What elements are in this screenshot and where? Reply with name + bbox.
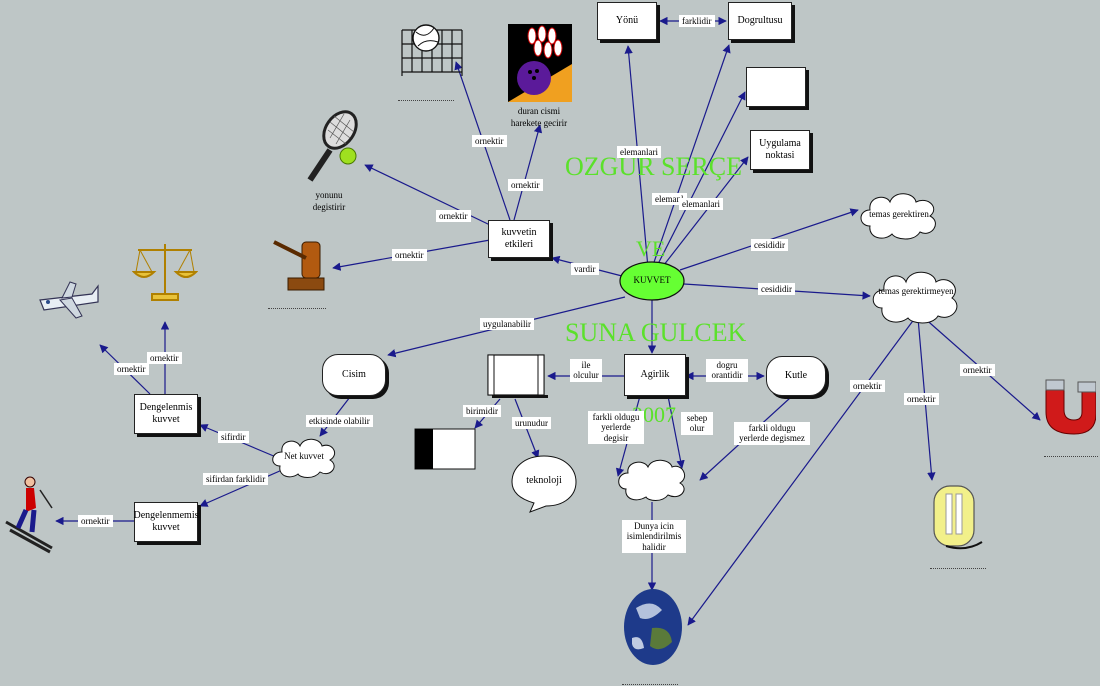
link-ornektir-kayakci: ornektir [78,515,113,528]
cloud-net-kuvvet-label: Net kuvvet [284,451,324,461]
earth-icon [624,589,682,665]
volleyball-net-icon [401,24,463,76]
bowling-icon [508,24,572,102]
node-dengelenmis-kuvvet[interactable]: Dengelenmis kuvvet [134,394,198,434]
tennis-racket-icon [307,110,358,182]
arrow-kuvvet-dogrultusu [651,44,731,269]
gavel-underline [268,308,326,309]
link-ornektir-dunya: ornektir [850,380,885,393]
link-vardir: vardir [571,263,599,276]
cloud-net-kuvvet[interactable] [270,434,338,480]
link-sifirdan-farklidir: sifirdan farklidir [203,473,269,486]
author2-watermark: SUNA GULCEK [565,318,747,347]
node-kutle[interactable]: Kutle [766,356,826,396]
node-blank-element[interactable] [746,67,806,107]
link-sifirdir: sifirdir [218,431,249,444]
magnet-underline [1044,456,1098,457]
link-sebep-olur: sebep olur [681,412,713,435]
link-uygulanabilir: uygulanabilir [480,318,534,331]
cloud-temas-gerektiren[interactable] [856,188,942,242]
link-etkisinde-olabilir: etkisinde olabilir [306,415,373,428]
arrow-kuvvet-blank [655,91,746,269]
node-dogrultusu[interactable]: Dogrultusu [728,2,792,40]
link-farklidir: farklidir [679,15,715,28]
bubble-teknoloji[interactable] [508,452,580,514]
link-farkli-kutle: farkli oldugu yerlerde degismez [734,422,810,445]
link-ornektir-bowling: ornektir [508,179,543,192]
arrow-agirlik-bulut2 [667,395,685,469]
link-elemanlari-2: elemanl [652,193,687,206]
link-ornektir-tokmak: ornektir [392,249,427,262]
link-dogru-orantilidir: dogru orantidir [706,359,748,382]
arrow-etki-bowling [513,124,543,221]
conjunction-watermark: VE [636,236,666,261]
link-ornektir-terazi: ornektir [147,352,182,365]
volleyball-underline [398,100,454,101]
node-kuvvet[interactable] [618,260,686,302]
cloud-kutle-cekimi[interactable] [616,455,688,503]
balance-scale-icon [132,244,198,301]
magnet-icon [1045,379,1096,435]
node-dengelenmemis-kuvvet[interactable]: Dengelenmemis kuvvet [134,502,199,542]
node-agirlik[interactable]: Agirlik [624,354,686,396]
caption-tennis: yonunu degistirir [312,190,346,212]
cloud-temas-gerektiren-label: temas gerektiren [869,209,929,219]
link-birimidir: birimidir [463,405,501,418]
caption-bowling: duran cismi harekete gecirir [510,106,568,128]
node-kuvvetin-etkileri[interactable]: kuvvetin etkileri [488,220,550,258]
dynamometer-icon [487,354,548,398]
iron-underline [930,568,986,569]
node-kuvvet-label: KUVVET [633,275,671,285]
arrow-kuvvet-uygulama [659,156,749,271]
link-ile-olculur: ile olculur [570,359,602,382]
cloud-temas-gerektirmeyen[interactable] [868,266,964,326]
node-cisim[interactable]: Cisim [322,354,386,396]
link-cesididir-2: cesididir [758,283,795,296]
airplane-icon [39,281,99,319]
arrow-net-dengelenmemis [199,469,283,507]
link-farkli-agirlik: farkli oldugu yerlerde degisir [588,411,644,445]
bubble-teknoloji-label: teknoloji [526,475,562,486]
node-dunya-label: Dunya icin isimlendirilmis halidir [622,520,686,554]
gavel-icon [273,240,325,291]
link-ornektir-ucak: ornektir [114,363,149,376]
earth-underline [622,684,678,685]
skier-icon [5,476,53,554]
cloud-temas-gerektirmeyen-label: temas gerektirmeyen [878,286,954,296]
link-elemanlari-3: elemanlari [679,198,723,211]
newton-unit-icon [414,428,476,470]
node-uygulama-noktasi[interactable]: Uygulama noktasi [750,130,810,170]
arrow-temassiz-dunya [687,317,916,626]
iron-icon [933,485,983,550]
arrow-etki-tenis [364,164,491,226]
link-ornektir-voleybol: ornektir [472,135,507,148]
link-ornektir-miknatis: ornektir [960,364,995,377]
node-yonu[interactable]: Yönü [597,2,657,40]
link-ornektir-utu: ornektir [904,393,939,406]
link-ornektir-tenis: ornektir [436,210,471,223]
link-elemanlari-1: elemanlari [617,146,661,159]
link-cesididir-1: cesididir [751,239,788,252]
link-urunudur: urunudur [512,417,551,430]
